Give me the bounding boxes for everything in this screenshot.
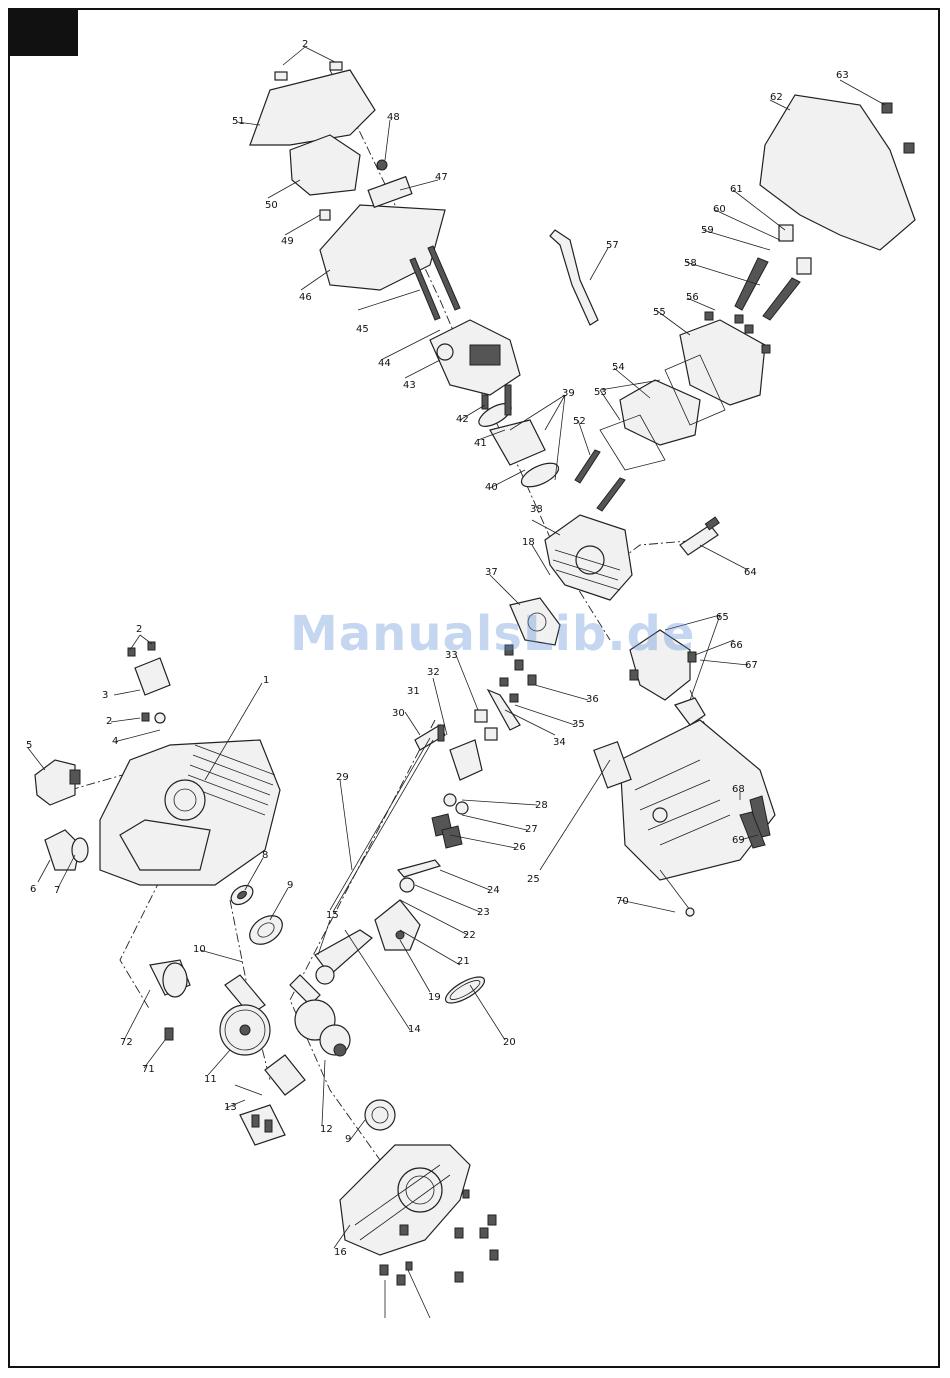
starter-motor [150,960,190,1040]
part-label: 30 [392,708,405,719]
part-label: 59 [701,225,714,236]
part-label: 63 [836,70,849,81]
part-label: 39 [562,388,575,399]
part-label: 12 [320,1124,333,1135]
part-label: 45 [356,324,369,335]
part-label: 41 [474,438,487,449]
part-label: 2 [106,716,112,727]
part-label: 8 [262,850,268,861]
main-bearing [244,910,287,950]
part-label: 36 [586,694,599,705]
part-label: 3 [102,690,108,701]
part-label: 20 [503,1037,516,1048]
part-label: 31 [407,686,420,697]
rocker-cover [600,258,800,470]
part-label: 62 [770,92,783,103]
part-label: 18 [522,537,535,548]
part-label: 37 [485,567,498,578]
part-label: 2 [136,624,142,635]
part-label: 22 [463,930,476,941]
air-filter-cover [250,62,375,195]
part-label: 29 [336,772,349,783]
part-label: 32 [427,667,440,678]
part-label: 69 [732,835,745,846]
camshaft [220,975,270,1055]
part-label: 1 [263,675,269,686]
part-label: 26 [513,842,526,853]
engine-shroud [760,95,915,274]
part-label: 15 [326,910,339,921]
part-label: 67 [745,660,758,671]
part-label: 70 [616,896,629,907]
watermark: ManualsLib.de [290,606,695,662]
part-label: 24 [487,885,500,896]
part-label: 64 [744,567,757,578]
part-label: 57 [606,240,619,251]
cam-followers [235,1055,305,1145]
part-label: 6 [30,884,36,895]
crankshaft [290,975,350,1056]
part-label: 56 [686,292,699,303]
part-label: 60 [713,204,726,215]
part-label: 68 [732,784,745,795]
part-label: 46 [299,292,312,303]
part-label: 51 [232,116,245,127]
part-label: 23 [477,907,490,918]
part-label: 71 [142,1064,155,1075]
part-label: 10 [193,944,206,955]
carburetor [430,320,520,395]
part-label: 44 [378,358,391,369]
part-label: 34 [553,737,566,748]
part-label: 66 [730,640,743,651]
part-label: 55 [653,307,666,318]
oil-sensor [35,760,80,805]
part-label: 19 [428,992,441,1003]
part-label: 11 [204,1074,217,1085]
part-label: 5 [26,740,32,751]
part-label: 65 [716,612,729,623]
part-label: 28 [535,800,548,811]
intake-manifold [475,385,562,492]
part-label: 25 [527,874,540,885]
part-label: 52 [573,416,586,427]
engine-block [100,740,280,885]
part-label: 35 [572,719,585,730]
part-label: 2 [302,39,308,50]
part-label: 42 [456,414,469,425]
part-label: 7 [54,885,60,896]
part-label: 16 [334,1247,347,1258]
part-label: 49 [281,236,294,247]
oil-seal [228,882,257,909]
cylinder-head [545,515,632,600]
muffler [594,630,775,916]
part-label: 48 [387,112,400,123]
part-label: 40 [485,482,498,493]
part-label: 53 [594,387,607,398]
part-label: 13 [224,1102,237,1113]
part-label: 54 [612,362,625,373]
oil-filler [45,830,88,870]
head-bolts [575,450,625,511]
fuel-hose [550,230,598,325]
valve-train [415,645,536,780]
part-label: 58 [684,258,697,269]
part-label: 9 [345,1134,351,1145]
part-label: 27 [525,824,538,835]
part-label: 14 [408,1024,421,1035]
spark-plug [680,517,719,555]
part-label: 43 [403,380,416,391]
part-label: 9 [287,880,293,891]
part-label: 47 [435,172,448,183]
part-label: 72 [120,1037,133,1048]
part-label: 4 [112,736,118,747]
part-label: 61 [730,184,743,195]
governor-parts [128,642,170,723]
part-label: 50 [265,200,278,211]
part-label: 21 [457,956,470,967]
part-label: 38 [530,504,543,515]
